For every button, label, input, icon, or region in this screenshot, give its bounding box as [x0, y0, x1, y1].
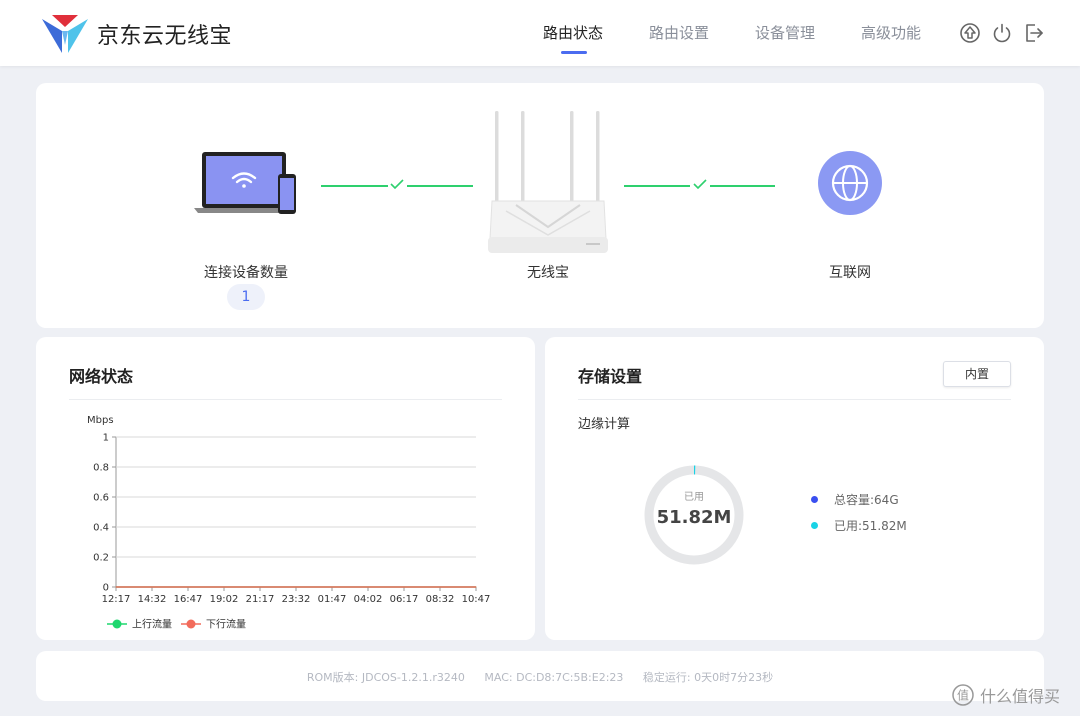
- legend-marker-0: [112, 619, 122, 629]
- data-point: [403, 586, 405, 588]
- internet-link-line-right: [710, 185, 775, 187]
- y-axis-unit-label: Mbps: [87, 415, 114, 426]
- device-count-badge[interactable]: 1: [227, 284, 265, 310]
- internet-ok-check-icon: [693, 179, 707, 189]
- legend-label-1: 下行流量: [206, 618, 246, 631]
- x-tick-label: 16:47: [174, 594, 203, 605]
- uptime: 稳定运行: 0天0时7分23秒: [642, 671, 774, 684]
- storage-settings-card: 存储设置 内置 边缘计算 已用 51.82M 总容量:64G 已用:51.82M: [545, 337, 1044, 640]
- legend-used: 已用:51.82M: [811, 517, 907, 534]
- y-tick-label: 0.4: [93, 523, 109, 534]
- device-link-line-right: [407, 185, 473, 187]
- data-point: [331, 586, 333, 588]
- svg-text:值: 值: [957, 688, 969, 703]
- data-point: [187, 586, 189, 588]
- donut-used-arc: [644, 465, 744, 565]
- power-icon[interactable]: [991, 22, 1013, 44]
- y-tick-label: 1: [103, 433, 109, 444]
- footer-bar: ROM版本: JDCOS-1.2.1.r3240 MAC: DC:D8:7C:5…: [36, 651, 1044, 701]
- network-topology-card: 连接设备数量 1 无线宝 互联网: [36, 83, 1044, 328]
- storage-divider: [578, 399, 1011, 400]
- laptop-phone-icon: [194, 152, 296, 214]
- x-tick-label: 14:32: [138, 594, 167, 605]
- router-image: [488, 111, 608, 253]
- logout-icon[interactable]: [1023, 22, 1045, 44]
- link-ok-check-icon: [390, 179, 404, 189]
- builtin-storage-button[interactable]: 内置: [943, 361, 1011, 387]
- storage-usage-donut: 已用 51.82M: [644, 465, 744, 565]
- y-tick-label: 0.8: [93, 463, 109, 474]
- x-tick-label: 21:17: [246, 594, 275, 605]
- x-tick-label: 19:02: [210, 594, 239, 605]
- jd-cloud-logo: [42, 15, 88, 53]
- legend-used-label: 已用:51.82M: [834, 519, 907, 533]
- x-tick-label: 01:47: [318, 594, 347, 605]
- globe-icon: [818, 151, 882, 215]
- network-divider: [69, 399, 502, 400]
- storage-title: 存储设置: [578, 367, 643, 386]
- app-title: 京东云无线宝: [97, 24, 233, 49]
- legend-dot-used: [811, 522, 818, 529]
- top-header: 京东云无线宝 路由状态 路由设置 设备管理 高级功能: [0, 0, 1080, 66]
- data-point: [259, 586, 261, 588]
- traffic-line-chart: Mbps 1 0.8 0.6 0.4 0.2 012:17 14:32 16:47 19:02 21…: [87, 415, 491, 631]
- legend-label-0: 上行流量: [132, 618, 172, 631]
- legend-marker-1: [186, 619, 196, 629]
- data-point: [115, 586, 117, 588]
- legend-total-capacity: 总容量:64G: [811, 491, 899, 508]
- data-point: [475, 586, 477, 588]
- data-point: [151, 586, 153, 588]
- donut-center-value: 51.82M: [657, 507, 732, 528]
- legend-total-label: 总容量:64G: [834, 493, 899, 507]
- legend-dot-total: [811, 496, 818, 503]
- tab-advanced-features[interactable]: 高级功能: [860, 24, 921, 42]
- device-link-line-left: [321, 185, 388, 187]
- data-point: [439, 586, 441, 588]
- tab-router-status[interactable]: 路由状态: [520, 0, 626, 66]
- tab-router-settings[interactable]: 路由设置: [648, 24, 709, 42]
- main-nav: 路由状态 路由设置 设备管理 高级功能: [520, 0, 944, 66]
- x-tick-label: 23:32: [282, 594, 311, 605]
- y-tick-label: 0.6: [93, 493, 109, 504]
- edge-computing-label: 边缘计算: [578, 417, 631, 432]
- x-tick-label: 12:17: [102, 594, 131, 605]
- system-info: ROM版本: JDCOS-1.2.1.r3240 MAC: DC:D8:7C:5…: [36, 669, 1044, 685]
- x-tick-label: 08:32: [426, 594, 455, 605]
- watermark-logo-icon: 值: [952, 684, 974, 706]
- mac-address: MAC: DC:D8:7C:5B:E2:23: [484, 671, 624, 684]
- donut-center-label: 已用: [684, 492, 704, 503]
- x-tick-label: 06:17: [390, 594, 419, 605]
- internet-label: 互联网: [829, 265, 871, 281]
- watermark-text: 什么值得买: [980, 687, 1061, 706]
- y-tick-label: 0.2: [93, 553, 109, 564]
- watermark: 值 什么值得买: [952, 683, 1060, 707]
- internet-link-line-left: [624, 185, 690, 187]
- tab-device-management[interactable]: 设备管理: [754, 24, 815, 42]
- router-label: 无线宝: [527, 265, 569, 281]
- network-status-title: 网络状态: [69, 367, 134, 386]
- x-tick-label: 10:47: [462, 594, 491, 605]
- connected-devices-label: 连接设备数量: [204, 265, 288, 281]
- upgrade-icon[interactable]: [959, 22, 981, 44]
- data-point: [223, 586, 225, 588]
- data-point: [367, 586, 369, 588]
- data-point: [295, 586, 297, 588]
- y-tick-label: 0: [103, 583, 109, 594]
- rom-version: ROM版本: JDCOS-1.2.1.r3240: [306, 671, 465, 684]
- x-tick-label: 04:02: [354, 594, 383, 605]
